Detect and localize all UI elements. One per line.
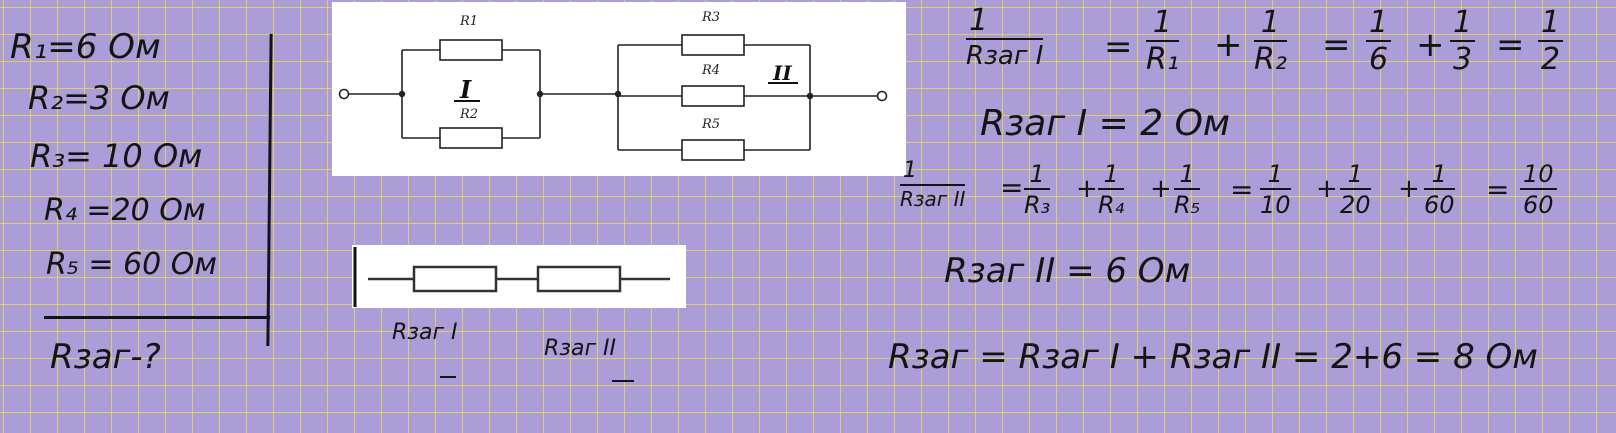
given-vertical-line bbox=[266, 33, 273, 347]
resistor-r4 bbox=[681, 85, 745, 107]
given-r2: R₂=3 Ом bbox=[28, 79, 170, 117]
eq1-plus-1: + bbox=[1214, 25, 1243, 65]
eq1-equals-3: = bbox=[1496, 25, 1525, 65]
given-divider-line bbox=[44, 316, 270, 319]
eq1-term-r1: 1 R₁ bbox=[1146, 5, 1179, 77]
group-label-i: I bbox=[459, 75, 472, 104]
series-label-2: Rзаг II bbox=[544, 336, 616, 361]
eq3-term-10: 1 10 bbox=[1260, 160, 1291, 219]
eq1-term-r2: 1 R₂ bbox=[1254, 5, 1287, 77]
group-label-ii: II bbox=[772, 61, 792, 85]
eq3-lhs-fraction: 1 Rзаг II bbox=[900, 158, 966, 211]
series-label-1-underline bbox=[440, 376, 456, 378]
resistor-r1 bbox=[439, 39, 503, 61]
given-r4: R₄ =20 Ом bbox=[44, 193, 206, 228]
output-terminal bbox=[876, 90, 888, 102]
eq1-term-2: 1 2 bbox=[1538, 8, 1564, 75]
series-diagram bbox=[352, 245, 686, 308]
label-r3: R3 bbox=[701, 10, 720, 25]
series-resistor-2 bbox=[536, 265, 622, 293]
resistor-r2 bbox=[439, 127, 503, 149]
given-r1: R₁=6 Ом bbox=[10, 27, 161, 67]
series-label-2-underline bbox=[612, 380, 634, 382]
series-resistor-1 bbox=[412, 265, 498, 293]
label-r5: R5 bbox=[701, 117, 720, 132]
resistor-r5 bbox=[681, 139, 745, 161]
resistor-r3 bbox=[681, 34, 745, 56]
circuit-diagram: R1 R2 R3 R4 R5 I II bbox=[332, 2, 906, 176]
node-dot bbox=[614, 90, 622, 98]
eq5-total: Rзаг = Rзаг I + Rзаг II = 2+6 = 8 Ом bbox=[888, 337, 1538, 377]
label-r2: R2 bbox=[459, 107, 478, 122]
input-terminal bbox=[338, 88, 350, 100]
eq2-result: Rзаг I = 2 Ом bbox=[980, 103, 1231, 144]
eq3-term-r4: 1 R₄ bbox=[1098, 160, 1125, 219]
node-dot bbox=[536, 90, 544, 98]
eq1-equals-2: = bbox=[1322, 25, 1351, 65]
eq3-equals-2: = bbox=[1230, 173, 1254, 206]
node-dot bbox=[398, 90, 406, 98]
label-r1: R1 bbox=[459, 14, 478, 29]
eq3-result-fraction: 10 60 bbox=[1520, 162, 1557, 217]
eq3-plus-2: + bbox=[1150, 174, 1172, 204]
eq3-equals: = bbox=[1000, 171, 1024, 204]
eq1-plus-2: + bbox=[1416, 25, 1445, 65]
node-dot bbox=[806, 92, 814, 100]
label-r4: R4 bbox=[701, 63, 720, 78]
eq4-result: Rзаг II = 6 Ом bbox=[944, 251, 1191, 291]
eq1-equals: = bbox=[1104, 27, 1133, 67]
eq3-plus-1: + bbox=[1076, 174, 1098, 204]
eq3-term-r5: 1 R₅ bbox=[1174, 160, 1201, 219]
eq3-term-60: 1 60 bbox=[1424, 160, 1455, 219]
eq1-lhs-fraction: 1 Rзаг I bbox=[966, 3, 1044, 71]
given-r3: R₃= 10 Ом bbox=[30, 137, 203, 175]
eq3-plus-4: + bbox=[1398, 174, 1420, 204]
eq3-plus-3: + bbox=[1316, 174, 1338, 204]
find-label: Rзаг-? bbox=[50, 337, 161, 377]
eq1-term-3: 1 3 bbox=[1450, 8, 1476, 75]
eq3-term-20: 1 20 bbox=[1340, 160, 1371, 219]
series-label-1: Rзаг I bbox=[392, 320, 458, 345]
eq1-term-6: 1 6 bbox=[1366, 8, 1392, 75]
given-r5: R₅ = 60 Ом bbox=[46, 247, 218, 282]
eq3-equals-3: = bbox=[1486, 173, 1510, 206]
eq3-term-r3: 1 R₃ bbox=[1024, 160, 1051, 219]
